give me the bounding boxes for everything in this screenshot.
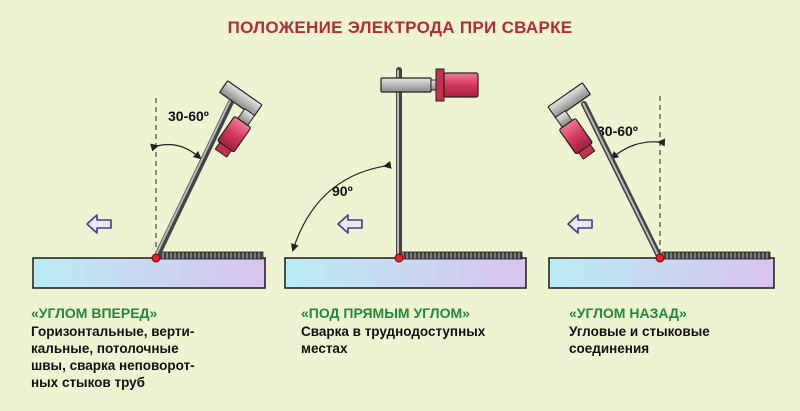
weld-point-1 [151,253,161,263]
caption-heading: «ПОД ПРЯМЫМ УГЛОМ» [301,305,470,321]
weld-seam-2 [398,251,523,260]
electrode-rod-1 [153,97,235,261]
caption-heading: «УГЛОМ НАЗАД» [569,305,687,321]
caption-line: швы, сварка неповорот- [31,358,195,373]
weld-seam-1 [155,251,264,260]
caption-line: Горизонтальные, верти- [31,324,195,339]
weld-seam-3 [661,251,771,260]
angle-label-2: 90º [332,183,353,199]
caption-line: Угловые и стыковые [569,324,710,339]
workpiece-plate-1 [32,257,266,289]
angle-arc-1 [150,143,202,160]
panel-backward: 30-60º [547,82,775,289]
electrode-holder-3 [547,82,596,160]
caption-heading: «УГЛОМ ВПЕРЕД» [31,305,158,321]
electrode-holder-1 [214,80,263,158]
caption-backward: «УГЛОМ НАЗАД» Угловые и стыковые соедине… [569,305,710,357]
caption-line: соединения [569,341,650,356]
angle-arc-3 [610,138,666,160]
caption-text: Горизонтальные, верти- кальные, потолочн… [31,323,195,391]
electrode-rod-1-highlight [154,98,232,258]
workpiece-plate-3 [548,257,775,289]
direction-arrow-1 [86,214,112,234]
angle-label-3: 30-60º [597,123,638,139]
weld-point-3 [655,253,665,263]
caption-line: кальные, потолочные [31,341,179,356]
angle-label-1: 30-60º [168,108,209,124]
panel-forward: 30-60º [32,80,266,289]
diagram-title: ПОЛОЖЕНИЕ ЭЛЕКТРОДА ПРИ СВАРКЕ [227,18,573,37]
electrode-rod-3-highlight [582,102,660,258]
weld-point-2 [394,253,404,263]
caption-line: Сварка в труднодоступных [301,324,486,339]
panel-perpendicular: 90º [284,67,527,289]
caption-forward: «УГЛОМ ВПЕРЕД» Горизонтальные, верти- ка… [31,305,195,391]
caption-line: ных стыков труб [31,375,145,390]
direction-arrow-2 [337,214,363,234]
electrode-holder-2 [380,68,479,102]
caption-line: местах [301,341,348,356]
caption-text: Угловые и стыковые соединения [569,323,710,357]
workpiece-plate-2 [284,257,527,289]
angle-arc-2 [291,161,392,252]
caption-perpendicular: «ПОД ПРЯМЫМ УГЛОМ» Сварка в труднодоступ… [301,305,485,357]
direction-arrow-3 [567,214,593,234]
caption-text: Сварка в труднодоступных местах [301,323,485,357]
